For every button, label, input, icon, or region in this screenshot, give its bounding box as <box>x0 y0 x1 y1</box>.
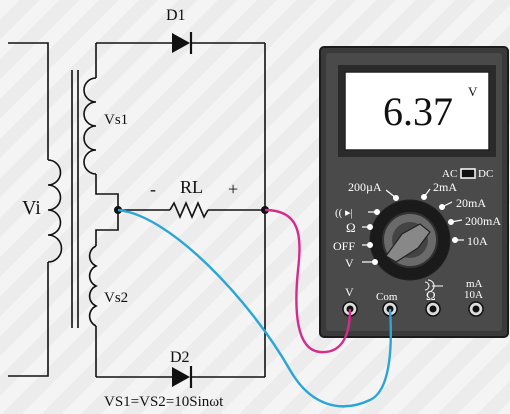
label-vi: Vi <box>22 197 41 219</box>
jack-ohm[interactable] <box>425 301 441 317</box>
mode-ac-label: AC <box>442 168 457 180</box>
secondary-coil-top <box>83 77 97 175</box>
jack-extra-icon <box>424 279 443 293</box>
transformer <box>8 42 119 377</box>
label-equation: VS1=VS2=10Sinωt <box>104 394 224 410</box>
label-d1: D1 <box>166 7 186 24</box>
dial-pointer <box>385 223 431 263</box>
secondary-coil-bottom <box>88 245 98 327</box>
dial-label-10a: 10A <box>467 234 488 248</box>
primary-top-lead <box>8 42 49 160</box>
label-vs2: Vs2 <box>104 290 128 306</box>
multimeter: 6.37 V AC DC 200µA 2mA 20 <box>319 46 509 338</box>
dial-scale <box>362 188 464 266</box>
resistor-rl <box>118 200 265 220</box>
bottom-rail <box>96 210 266 378</box>
display-screen <box>344 71 490 151</box>
dial-label-20ma: 20mA <box>456 196 486 210</box>
ac-dc-switch[interactable] <box>460 168 476 179</box>
red-probe-wire[interactable] <box>264 208 352 354</box>
jack-label-ohm: Ω <box>426 288 436 303</box>
jack-label-ma: mA <box>466 278 483 290</box>
primary-bottom-lead <box>8 262 49 377</box>
jack-label-10a: 10A <box>464 289 483 301</box>
label-rl: RL <box>180 177 203 197</box>
dial-label-diode: (( ▸| <box>335 207 353 219</box>
jack-label-v: V <box>345 285 354 299</box>
top-rail <box>96 42 266 210</box>
dial-label-200ua: 200µA <box>348 180 382 194</box>
diode-d2 <box>172 366 193 388</box>
jack-label-com: Com <box>376 291 398 303</box>
label-plus: + <box>228 179 238 199</box>
display-unit: V <box>468 84 478 99</box>
dial-label-2ma: 2mA <box>433 180 457 194</box>
dial-label-200ma: 200mA <box>465 214 501 228</box>
primary-coil <box>47 159 63 263</box>
mode-dc-label: DC <box>478 168 493 180</box>
dial-label-off: OFF <box>333 239 355 253</box>
label-minus: - <box>150 179 156 199</box>
display-reading: 6.37 <box>383 89 453 134</box>
diode-d1 <box>172 32 193 54</box>
rotary-dial[interactable] <box>369 199 451 281</box>
dial-label-ohm: Ω <box>346 220 356 235</box>
blue-probe-wire[interactable] <box>117 208 392 408</box>
label-vs1: Vs1 <box>104 112 128 128</box>
label-d2: D2 <box>170 349 190 366</box>
dial-label-v: V <box>345 256 354 270</box>
jack-10a[interactable] <box>468 301 484 317</box>
